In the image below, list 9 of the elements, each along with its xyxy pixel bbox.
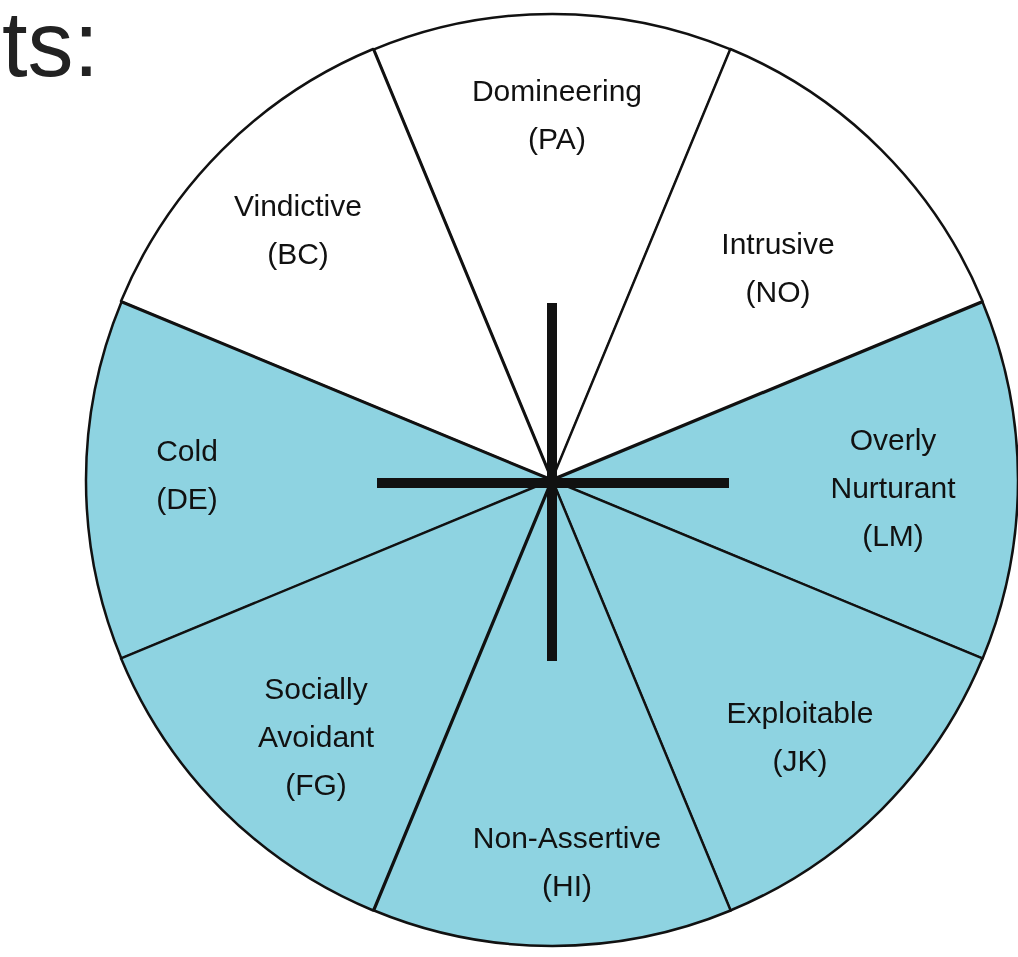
segment-label: Domineering (PA) [470,73,644,157]
segment-label: Intrusive (NO) [720,226,836,310]
title: ts: [2,0,100,97]
segment-label: Non-Assertive (HI) [471,820,663,904]
segment-label: Overly Nurturant (LM) [829,422,957,554]
segment-label: Vindictive (BC) [233,188,363,272]
segment-label: Socially Avoidant (FG) [256,671,376,803]
segment-label: Exploitable (JK) [725,695,875,779]
segment-label: Cold (DE) [155,433,219,517]
